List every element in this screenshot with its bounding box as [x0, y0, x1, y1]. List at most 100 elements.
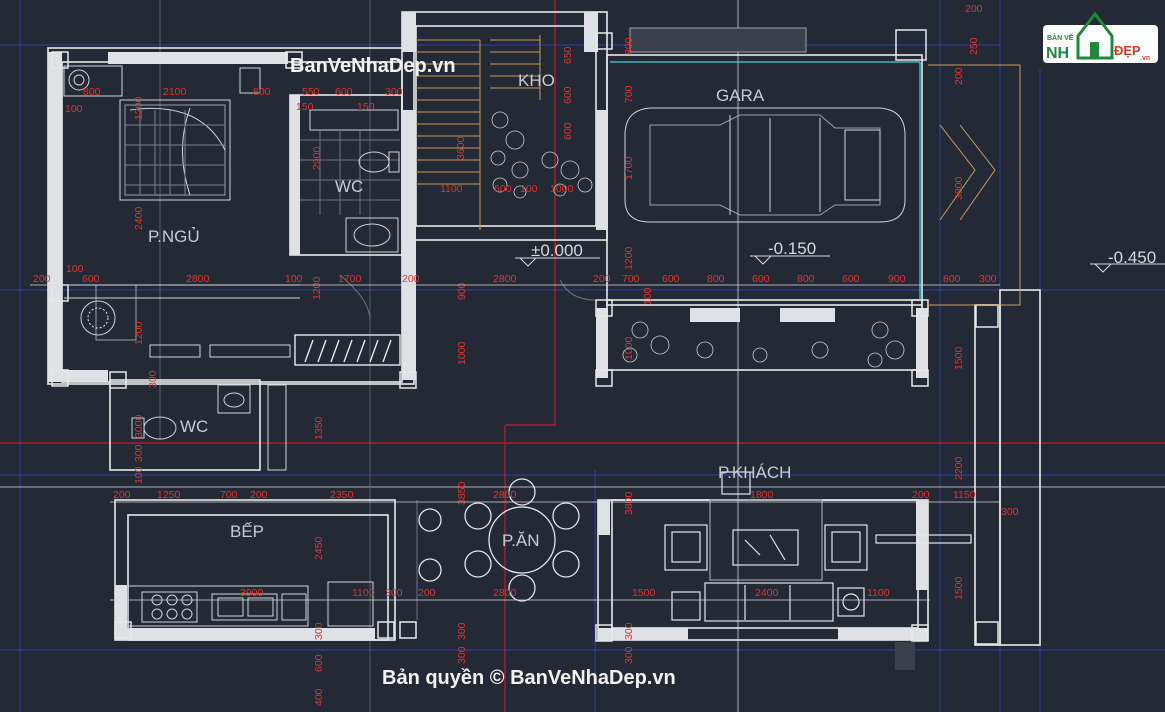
dim-label: 700 [622, 273, 640, 285]
dim-label: 300 [456, 646, 468, 664]
dim-label: 300 [147, 370, 159, 388]
dim-label: 1100 [440, 183, 463, 195]
dim-label: 200 [953, 67, 965, 85]
dim-label: 2200 [953, 456, 965, 480]
level-outside: -0.450 [1108, 248, 1156, 267]
dim-label: 1150 [953, 489, 976, 501]
dim-label: 300 [456, 622, 468, 640]
dim-label: 800 [943, 273, 961, 285]
dim-label: 1250 [157, 489, 181, 501]
dim-label: 600 [313, 654, 325, 672]
dim-label: 600 [752, 273, 770, 285]
dim-label: 1200 [133, 321, 145, 345]
dim-label: 100 [285, 273, 303, 285]
dim-label: 300 [385, 587, 403, 599]
dim-label: 150 [357, 101, 375, 113]
logo-main-left: NH [1046, 45, 1069, 62]
garage-boundary [610, 61, 921, 300]
dining-set [418, 478, 580, 602]
roof-lines [928, 64, 1021, 306]
dim-label: 400 [313, 688, 325, 706]
dim-label: 1500 [632, 587, 656, 599]
kitchen-counter [127, 581, 374, 627]
level-garage: -0.150 [768, 239, 816, 258]
dim-label: 2800 [493, 587, 517, 599]
dim-label: 1500 [953, 346, 965, 370]
dim-label: 2450 [313, 536, 325, 560]
wardrobe [294, 334, 401, 366]
dim-label: 100 [66, 263, 84, 275]
living-furniture [664, 471, 972, 622]
room-label-garage: GARA [716, 86, 765, 105]
dim-label: 600 [842, 273, 860, 285]
logo-domain: .vn [1140, 55, 1150, 62]
room-label-wc-small: WC [180, 417, 208, 436]
dim-label: 1000 [623, 336, 635, 360]
dim-label: 200 [418, 587, 436, 599]
level-symbols [515, 255, 1165, 273]
wc-small-fixtures [131, 384, 287, 471]
dim-label: 2400 [133, 206, 145, 230]
dim-label: 1000 [456, 341, 468, 365]
dimension-labels: 2100 800 800 100 550 600 300 150 150 110… [33, 3, 1019, 706]
dim-label: 800 [797, 273, 815, 285]
dim-label: 200 [402, 273, 420, 285]
wall-solids [48, 12, 928, 640]
dim-label: 200 [113, 489, 131, 501]
dim-label: 1350 [313, 416, 325, 440]
dim-label: 600 [562, 122, 574, 140]
dim-label: 600 [82, 273, 100, 285]
bed [119, 99, 231, 201]
dim-label: 800 [707, 273, 725, 285]
dim-label: 100 [133, 466, 145, 484]
room-label-wc-top: WC [335, 177, 363, 196]
dim-label: 300 [623, 646, 635, 664]
dim-label: 100 [642, 287, 654, 305]
dim-label: 300 [313, 622, 325, 640]
dim-label: 700 [220, 489, 238, 501]
paving-hatch [629, 27, 915, 670]
dim-label: 550 [302, 86, 320, 98]
dim-label: 2400 [755, 587, 779, 599]
dim-label: 600 [662, 273, 680, 285]
dim-label: 1100 [867, 587, 890, 599]
dim-label: 800 [83, 86, 101, 98]
dim-label: 300 [385, 86, 403, 98]
dim-label: 300 [133, 444, 145, 462]
dim-label: 1800 [750, 489, 774, 501]
dim-label: 200 [33, 273, 51, 285]
logo-main-right: ĐẸP [1114, 43, 1141, 58]
dim-label: 200 [912, 489, 930, 501]
dim-label: 600 [335, 86, 353, 98]
wc-top-fixtures [300, 109, 400, 253]
room-label-storage: KHO [518, 71, 555, 90]
dim-label: 2100 [163, 86, 187, 98]
dimension-lines [30, 284, 1000, 601]
dim-label: 2800 [186, 273, 210, 285]
dim-label: 600 [494, 183, 512, 195]
dim-label: 2350 [330, 489, 354, 501]
columns [51, 29, 999, 645]
watermark-bottom: Bản quyền © BanVeNhaDep.vn [382, 667, 676, 689]
dim-label: 3850 [456, 481, 468, 505]
room-label-bedroom: P.NGỦ [148, 227, 200, 246]
dim-label: 2900 [311, 146, 323, 170]
logo: BẢN VẼ NH ĐẸP .vn [1043, 11, 1158, 63]
logo-small-text: BẢN VẼ [1047, 33, 1074, 42]
dim-label: 3900 [240, 587, 264, 599]
dim-label: 1200 [133, 96, 145, 120]
dim-label: 700 [623, 85, 635, 103]
door-arcs [339, 274, 596, 620]
dim-label: 600 [562, 86, 574, 104]
dim-label: 1200 [623, 246, 635, 270]
stair [416, 35, 541, 230]
bedroom-fixtures [63, 65, 300, 358]
dim-label: 300 [623, 622, 635, 640]
dim-label: 3800 [953, 176, 965, 200]
dim-label: 800 [253, 86, 271, 98]
dim-label: 900 [456, 282, 468, 300]
